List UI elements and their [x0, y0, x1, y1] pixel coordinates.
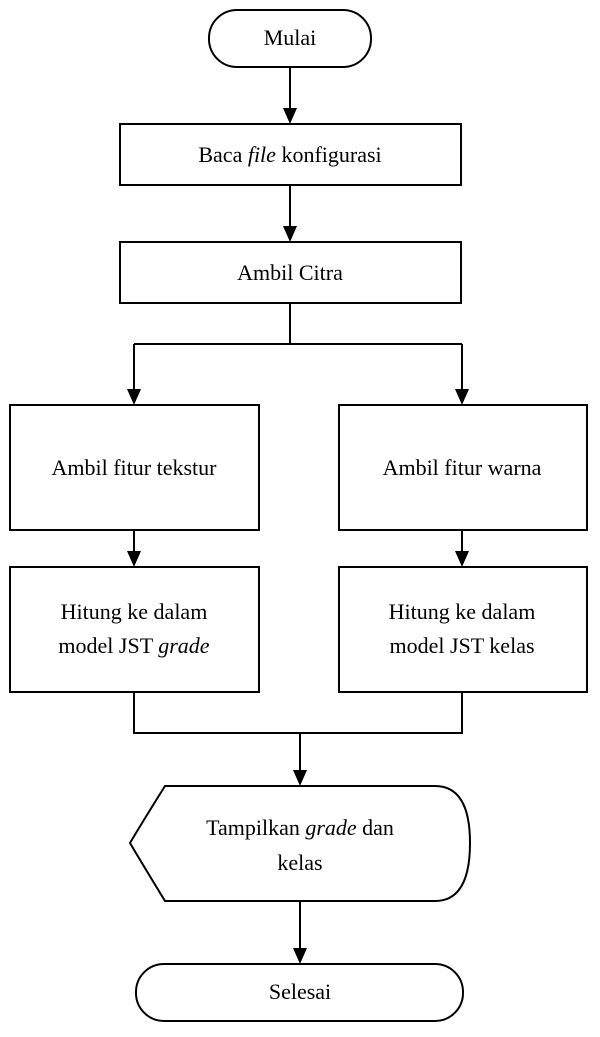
end-terminator: Selesai: [135, 963, 464, 1022]
arrowhead-grade-model: [127, 551, 141, 567]
arrowhead-class-model: [455, 551, 469, 567]
color-feature-label: Ambil fitur warna: [383, 455, 542, 480]
grade-model-line2: model JST grade: [58, 633, 209, 658]
grade-model-process: Hitung ke dalam model JST grade: [9, 566, 260, 693]
display-line2: kelas: [277, 850, 322, 875]
arrowhead-texture-feature: [127, 389, 141, 405]
texture-feature-process: Ambil fitur tekstur: [9, 404, 260, 531]
start-terminator: Mulai: [208, 9, 372, 68]
grade-model-line1: Hitung ke dalam: [61, 599, 208, 624]
display-line1: Tampilkan grade dan: [206, 815, 394, 840]
edge-get-image-split: [134, 303, 462, 345]
arrowhead-read-config: [283, 108, 297, 124]
read-config-process: Baca file konfigurasi: [119, 123, 462, 186]
class-model-process: Hitung ke dalam model JST kelas: [338, 566, 588, 693]
end-label: Selesai: [269, 979, 331, 1004]
color-feature-process: Ambil fitur warna: [338, 404, 588, 531]
display-output: Tampilkan grade dan kelas: [128, 785, 472, 902]
connectors: [127, 67, 469, 964]
arrowhead-get-image: [283, 226, 297, 242]
class-model-line1: Hitung ke dalam: [389, 599, 536, 624]
get-image-label: Ambil Citra: [237, 260, 343, 285]
read-config-label: Baca file konfigurasi: [198, 142, 381, 167]
arrowhead-end: [293, 948, 307, 964]
texture-feature-label: Ambil fitur tekstur: [52, 455, 218, 480]
arrowhead-color-feature: [455, 389, 469, 405]
class-model-line2: model JST kelas: [389, 633, 534, 658]
start-label: Mulai: [264, 25, 317, 50]
arrowhead-display: [293, 770, 307, 786]
edge-merge-to-display: [133, 692, 463, 770]
get-image-process: Ambil Citra: [119, 241, 462, 304]
